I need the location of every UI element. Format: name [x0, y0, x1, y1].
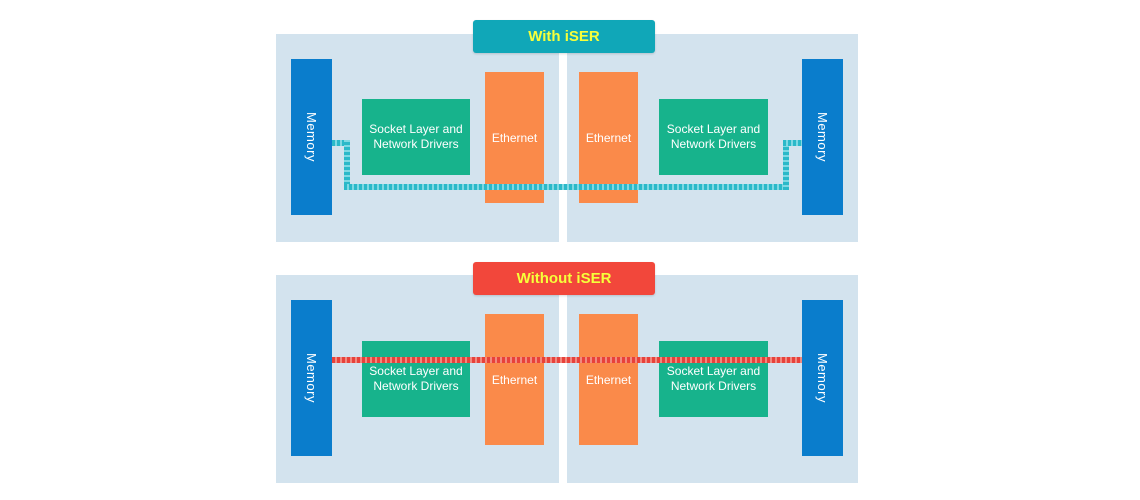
ethernet-label: Ethernet	[585, 372, 632, 387]
iser-path-bottom-run	[344, 184, 789, 190]
ethernet-label: Ethernet	[491, 372, 538, 387]
iser-path-right-rise	[783, 140, 789, 190]
ethernet-label: Ethernet	[491, 130, 538, 145]
left-ethernet-block: Ethernet	[485, 72, 544, 203]
without-iser-title: Without iSER	[473, 262, 655, 295]
memory-label: Memory	[304, 112, 319, 162]
without-iser-title-text: Without iSER	[516, 270, 612, 287]
tcp-path-straight	[332, 357, 802, 363]
socket-label-line1: Socket Layer and	[666, 364, 761, 378]
memory-label: Memory	[815, 112, 830, 162]
with-iser-title-text: With iSER	[528, 28, 600, 45]
memory-label: Memory	[304, 353, 319, 403]
ethernet-label: Ethernet	[585, 130, 632, 145]
socket-label-line1: Socket Layer and	[666, 122, 761, 136]
socket-label-line2: Network Drivers	[373, 379, 459, 393]
socket-label-line1: Socket Layer and	[369, 122, 463, 136]
socket-label-line2: Network Drivers	[670, 137, 757, 151]
right-ethernet-block: Ethernet	[579, 72, 638, 203]
left-memory-block: Memory	[291, 300, 332, 456]
socket-label-line1: Socket Layer and	[369, 364, 463, 378]
left-memory-block: Memory	[291, 59, 332, 215]
iser-path-left-drop	[344, 140, 350, 190]
iser-path-right-stub	[783, 140, 802, 146]
socket-label-line2: Network Drivers	[373, 137, 459, 151]
right-ethernet-block: Ethernet	[579, 314, 638, 445]
left-ethernet-block: Ethernet	[485, 314, 544, 445]
memory-label: Memory	[815, 353, 830, 403]
socket-label-line2: Network Drivers	[670, 379, 757, 393]
right-memory-block: Memory	[802, 59, 843, 215]
iser-path-left-stub	[332, 140, 350, 146]
right-memory-block: Memory	[802, 300, 843, 456]
with-iser-title: With iSER	[473, 20, 655, 53]
